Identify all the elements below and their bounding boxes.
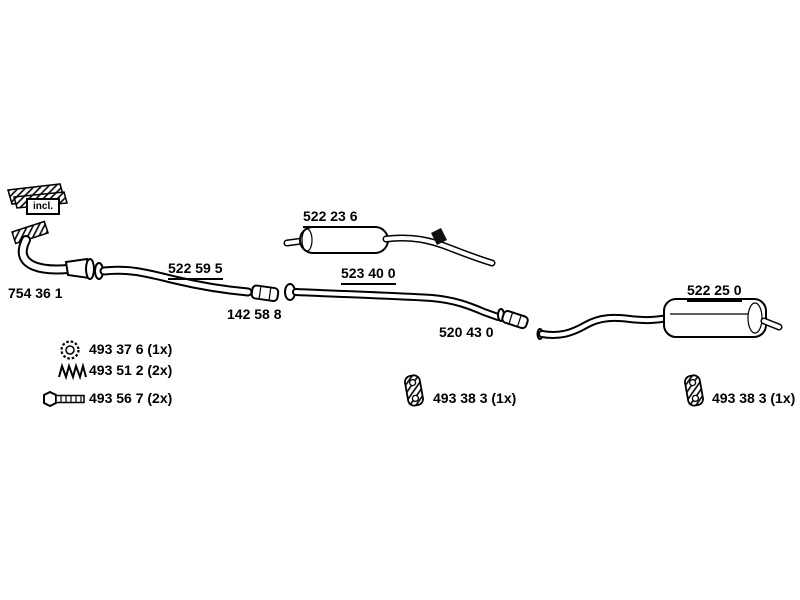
hanger-center-hole-bottom bbox=[411, 394, 420, 402]
bolt-icon bbox=[43, 390, 85, 408]
part-label-rear-muffler: 522 25 0 bbox=[687, 282, 742, 303]
pipe-connector-line-2 bbox=[268, 288, 272, 300]
rear-muffler-shape bbox=[536, 298, 783, 340]
part-label-front-pipe: 522 59 5 bbox=[168, 260, 223, 281]
center-muffler-endcap bbox=[301, 228, 313, 252]
legend-label-hanger-center: 493 38 3 (1x) bbox=[433, 390, 517, 406]
downpipe-ring bbox=[85, 258, 95, 280]
legend-label-spring: 493 51 2 (2x) bbox=[89, 362, 173, 378]
rear-connector-line-2 bbox=[517, 316, 522, 326]
legend-label-hanger-rear: 493 38 3 (1x) bbox=[712, 390, 796, 406]
center-muffler-outlet-inner bbox=[384, 236, 494, 265]
hanger-center-icon bbox=[404, 374, 424, 407]
downpipe-flange bbox=[11, 220, 49, 245]
rear-muffler-body bbox=[663, 298, 767, 338]
rear-connector-body bbox=[501, 310, 529, 330]
part-label-rear-connector: 520 43 0 bbox=[439, 324, 494, 340]
downpipe-shape bbox=[11, 220, 95, 280]
rear-pipe-inner bbox=[540, 315, 670, 337]
bolt-head bbox=[43, 390, 57, 408]
legend-label-bolt: 493 56 7 (2x) bbox=[89, 390, 173, 406]
center-muffler-shape bbox=[283, 226, 496, 267]
incl-label: incl. bbox=[26, 198, 61, 215]
rear-muffler-endcap bbox=[747, 302, 763, 334]
rear-connector-line-1 bbox=[508, 313, 513, 324]
hanger-rear-hole-bottom bbox=[691, 394, 700, 402]
rear-connector-shape bbox=[497, 308, 529, 330]
bolt-shaft bbox=[55, 394, 85, 404]
center-muffler-body bbox=[299, 226, 389, 254]
part-label-center-muffler: 522 23 6 bbox=[303, 208, 358, 229]
pipe-connector-shape bbox=[250, 284, 280, 302]
gasket-ring-inner bbox=[65, 345, 75, 355]
outlet-pipe-bracket bbox=[431, 228, 447, 245]
pipe-connector-body bbox=[250, 284, 280, 302]
gasket-ring-icon bbox=[60, 340, 80, 360]
hanger-rear-hole-top bbox=[688, 378, 697, 387]
part-label-downpipe: 754 36 1 bbox=[8, 285, 63, 301]
center-pipe-inner bbox=[294, 290, 500, 319]
hanger-center-hole-top bbox=[408, 378, 417, 387]
center-pipe-shape bbox=[284, 283, 502, 321]
part-label-center-pipe: 523 40 0 bbox=[341, 265, 396, 286]
downpipe-inner bbox=[19, 237, 71, 273]
pipe-connector-line-1 bbox=[258, 287, 262, 299]
hanger-rear-icon bbox=[684, 374, 704, 407]
gasket-ring-outer bbox=[60, 340, 80, 360]
spring-icon bbox=[58, 362, 87, 381]
legend-label-gasket-ring: 493 37 6 (1x) bbox=[89, 341, 173, 357]
tailpipe-inner bbox=[762, 319, 781, 329]
part-label-pipe-connector: 142 58 8 bbox=[227, 306, 282, 322]
